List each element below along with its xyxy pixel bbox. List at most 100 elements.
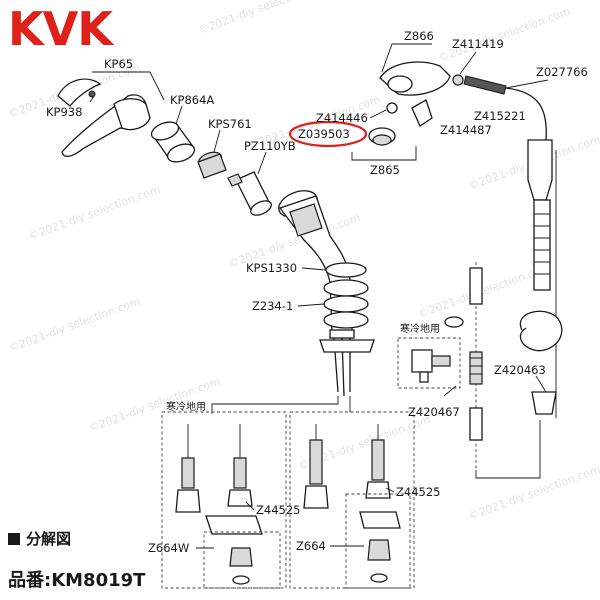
leader-pz110yb [257,151,267,175]
lever-handle-part [57,71,165,158]
plug-cap [444,316,464,328]
label-z415221: Z415221 [474,109,526,123]
watermark: ©2021-diy selection.com [467,463,600,523]
left-hose-b [233,457,247,489]
ring-c [323,311,369,329]
right-valve [367,539,391,561]
label-kp938: KP938 [46,105,82,119]
label-kp65: KP65 [104,57,133,71]
label-kp864a: KP864A [170,93,214,107]
valve-stem [419,371,429,383]
bracket-z865 [351,146,417,161]
highlight-ring [288,120,368,148]
right-hose-a [309,439,323,485]
right-nut-b [365,481,391,499]
watermark: ©2021-diy selection.com [27,183,162,243]
strainer-mid [469,351,483,385]
label-kanreichi-box: 寒冷地用 [166,400,206,413]
left-hose-a [181,457,195,489]
label-kanreichi-valve: 寒冷地用 [400,322,440,335]
bracket-z866 [381,43,432,73]
hose-end-fitting [531,391,557,415]
spray-head-part [351,43,507,161]
nut-body [197,153,227,179]
legend-text: 分解図 [26,530,72,548]
body-band [289,203,323,237]
valve-handle [431,355,451,367]
screw-kp938 [88,90,96,98]
label-z414446: Z414446 [316,111,368,125]
model-number: 品番:KM8019T [8,570,146,591]
line-to-left-box [211,396,339,414]
label-z44525-left: Z44525 [256,503,300,517]
ring-b [323,295,369,313]
left-clamp [205,515,263,535]
right-dashed-box [289,411,415,589]
leader-z027766 [505,79,549,89]
label-z865: Z865 [370,163,400,177]
label-z420463: Z420463 [494,363,546,377]
leader-z44525b [385,487,395,493]
left-nut-b [227,489,253,507]
spray-face [387,75,413,93]
leader-z420463 [535,375,547,393]
cartridge-pz110yb-part [227,151,272,216]
ring-a [323,279,369,297]
right-nut-a [303,485,329,509]
watermark: ©2021-diy selection.com [197,0,332,37]
label-kps761: KPS761 [208,117,252,131]
cover-bottom [166,143,196,163]
label-z44525-right: Z44525 [396,485,440,499]
label-z027766: Z027766 [536,65,588,79]
label-z420467: Z420467 [408,405,460,419]
bracket-kp65 [92,71,165,101]
label-z414487: Z414487 [440,123,492,137]
cover-top [150,121,180,141]
left-washer [232,575,250,585]
strainer-low [469,407,483,441]
leader-kps1330 [301,267,327,271]
handle-cap [57,78,102,107]
watermark-layer: ©2021-diy selection.com ©2021-diy select… [7,0,600,523]
cartridge-stem [227,173,243,187]
label-kps1330: KPS1330 [246,261,297,275]
left-box-outline [161,411,287,589]
ring-kps1330 [325,262,367,278]
supply-connections [211,396,351,414]
left-valve [229,547,253,567]
cold-valve-box [397,337,461,397]
part-labels: KP65 KP938 KP864A KPS761 PZ110YB Z866 Z4… [46,29,588,555]
right-box-outline [289,411,415,589]
hose-ribs [534,213,550,275]
right-clamp [359,511,401,529]
right-hose-b [371,439,385,481]
right-washer [370,573,388,583]
label-z039503: Z039503 [298,127,350,141]
watermark: ©2021-diy selection.com [7,295,142,355]
hose-loop [519,310,563,352]
legend-square-icon [8,533,20,545]
hose-segment [533,199,551,291]
nut-kps761-part [197,129,227,179]
brand-logo: KVK [8,2,113,56]
label-pz110yb: PZ110YB [244,139,296,153]
clip-z414487 [411,99,433,127]
legend-title: 分解図 [8,528,71,549]
lever-body [113,98,151,131]
washer-z411419 [452,74,464,86]
hose-fitting-z415221 [463,75,507,95]
right-inner-box [345,493,411,589]
left-nut-a [175,489,201,513]
leader-kps761 [213,129,221,153]
watermark: ©2021-diy selection.com [437,5,572,65]
strainer-top [469,267,483,305]
leader-z2341 [297,303,325,307]
cartridge-base [250,200,272,216]
connect-line [475,420,541,479]
strainer-column-part [444,262,541,479]
strainer-ribs [470,357,482,375]
mount-plate [319,339,375,353]
cover-kp864a-part [150,105,196,163]
